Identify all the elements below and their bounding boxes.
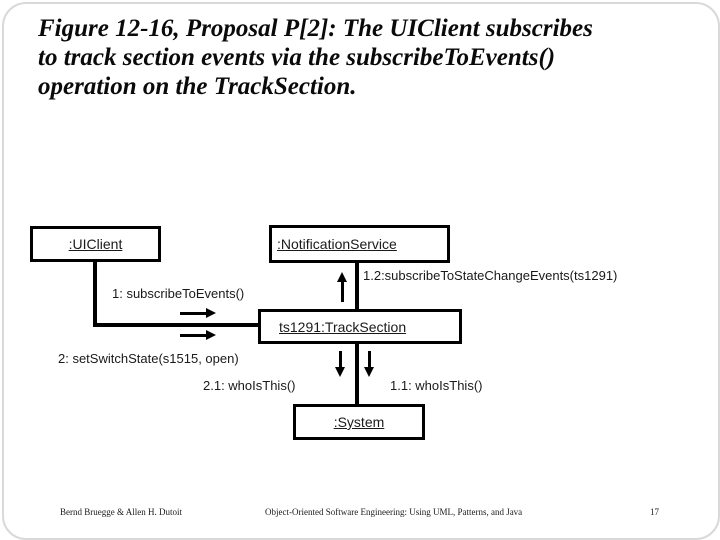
slide-title-line-2: to track section events via the subscrib… [38,44,556,71]
object-label-notification-service: :NotificationService [277,236,397,252]
footer-page-number: 17 [650,507,659,517]
message-label-2: 2: setSwitchState(s1515, open) [58,351,239,366]
object-label-track-section: ts1291:TrackSection [279,318,407,335]
message-label-1-2: 1.2:subscribeToStateChangeEvents(ts1291) [363,268,618,283]
message-label-1-1: 1.1: whoIsThis() [390,378,483,393]
object-box-system: :System [293,404,425,440]
slide-title-line-1: Figure 12-16, Proposal P[2]: The UIClien… [38,15,593,42]
slide-title: Figure 12-16, Proposal P[2]: The UIClien… [38,14,688,101]
link-tracksection-system [355,343,359,405]
footer-book-title: Object-Oriented Software Engineering: Us… [265,507,523,517]
object-box-uiclient: :UIClient [30,226,161,262]
message-1-2-arrow-icon [337,272,348,302]
message-1-1-arrow-icon [364,351,375,377]
footer-author: Bernd Bruegge & Allen H. Dutoit [60,507,182,517]
link-notificationservice-tracksection [355,262,359,310]
message-1-arrow-icon [180,308,216,319]
object-box-track-section: ts1291:TrackSection [258,309,462,344]
link-uiclient-vertical [93,261,97,327]
slide-title-line-3: operation on the TrackSection. [38,73,357,100]
object-label-uiclient: :UIClient [68,236,123,252]
object-label-system: :System [333,414,385,430]
link-uiclient-tracksection [93,323,258,327]
message-label-1: 1: subscribeToEvents() [112,286,245,301]
message-2-1-arrow-icon [335,351,346,377]
message-2-arrow-icon [180,330,216,341]
object-box-notification-service: :NotificationService [269,225,450,263]
message-label-2-1: 2.1: whoIsThis() [203,378,296,393]
